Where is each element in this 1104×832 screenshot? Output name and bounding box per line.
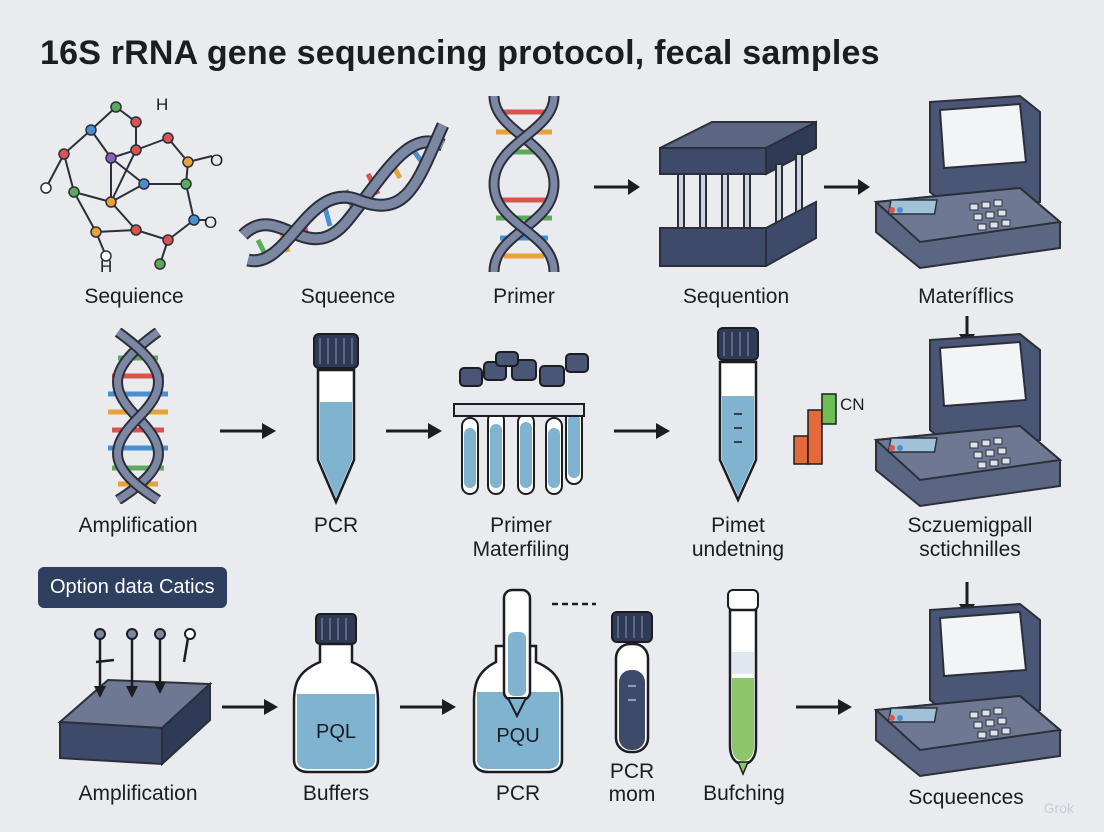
step-label: PCR mom [608,760,656,806]
bottle-label: PQU [496,725,539,747]
step-label: Materíflics [918,285,1014,308]
bar-chart-icon: CN [793,393,865,465]
test-tube-icon [611,611,653,754]
arrow-right-icon [220,423,276,439]
arrow-right-icon [386,423,442,439]
atom-label: O [210,151,223,170]
molecule-icon: H O O H [40,95,223,276]
sample-plate-icon [57,628,213,767]
buffer-bottle-icon: PQL [292,613,380,774]
dna-helix-icon [488,95,560,273]
tube-rack-icon [453,351,589,495]
sequencer-chip-icon [659,120,817,267]
page-title: 16S rRNA gene sequencing protocol, fecal… [40,34,880,72]
step-label: Scqueences [908,786,1024,809]
test-tube-icon [313,333,359,506]
dna-helix-icon [108,328,168,504]
sequencer-machine-icon [873,332,1063,508]
step-label: Squeence [300,285,396,308]
step-label: Pimet undetning [691,514,785,561]
arrow-right-icon [614,423,670,439]
arrow-right-icon [594,179,640,195]
dashed-connector [552,602,596,606]
atom-label: H [100,257,112,276]
arrow-right-icon [824,179,870,195]
arrow-right-icon [400,699,456,715]
sequencer-machine-icon [873,602,1063,778]
step-label: Buffers [302,782,370,805]
step-label: Sczuemigpall sctichnilles [907,514,1033,561]
dna-helix-icon [238,122,449,268]
step-label: Sequention [682,285,790,308]
step-label: Amplification [78,514,198,537]
arrow-right-icon [222,699,278,715]
step-label: Bufching [703,782,785,805]
step-label: Amplification [78,782,198,805]
step-label: Primer Materfiling [472,514,570,561]
bottle-label: PQL [316,721,356,743]
sequencer-machine-icon [873,94,1063,270]
option-badge: Option data Catics [38,567,227,608]
watermark: Grok [1043,800,1074,816]
step-label: PCR [495,782,541,805]
flask-pipette-icon: PQU [472,588,564,774]
step-label: PCR [313,514,359,537]
atom-label: H [156,95,168,114]
test-tube-icon [717,327,759,504]
test-tube-icon [727,589,759,776]
step-label: Sequience [84,285,184,308]
atom-label: O [204,213,217,232]
arrow-right-icon [796,699,852,715]
step-label: Primer [493,285,555,308]
chart-label: CN [840,395,865,414]
